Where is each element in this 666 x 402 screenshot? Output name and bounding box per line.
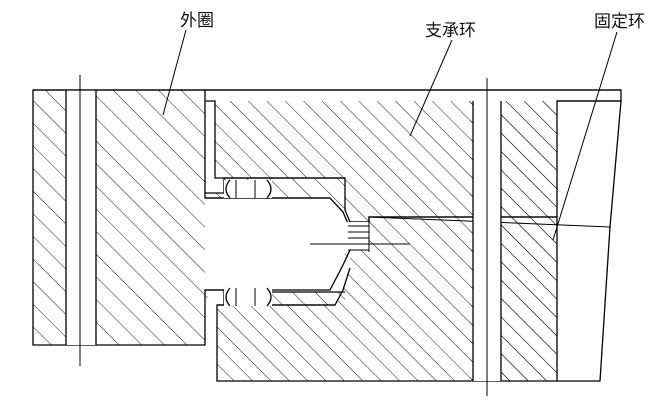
- fixed-ring-flange: [557, 100, 622, 382]
- outer-ring-body: [33, 90, 350, 345]
- callout-outer-ring: 外圈: [162, 11, 214, 116]
- support-ring: [205, 89, 622, 223]
- leader-fixed-ring: [552, 31, 618, 241]
- leader-outer-ring: [162, 29, 187, 116]
- label-fixed-ring: 固定环: [594, 12, 645, 32]
- outer-ring-bolt-hole: [65, 75, 97, 366]
- right-bolt-hole: [472, 78, 502, 396]
- lower-ring-outline: [216, 216, 558, 382]
- callout-support-ring: 支承环: [409, 21, 476, 137]
- upper-roller: [224, 179, 272, 199]
- callout-fixed-ring: 固定环: [552, 12, 645, 241]
- leader-support-ring: [409, 39, 453, 137]
- lower-roller: [224, 287, 272, 307]
- label-outer-ring: 外圈: [180, 11, 214, 31]
- radial-rollers: [310, 222, 410, 252]
- label-support-ring: 支承环: [425, 21, 476, 41]
